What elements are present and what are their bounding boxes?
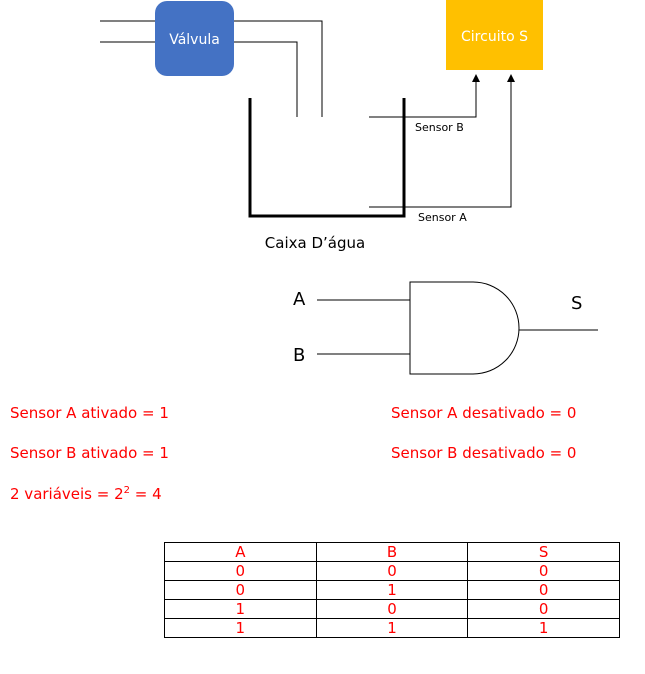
cell-b: 0 (316, 562, 468, 581)
cell-a: 0 (165, 581, 317, 600)
cell-a: 1 (165, 619, 317, 638)
header-b: B (316, 543, 468, 562)
pipe-out-outer (234, 21, 322, 117)
water-tank (250, 98, 404, 216)
sensor-b-wire (369, 78, 476, 117)
cell-a: 0 (165, 562, 317, 581)
cell-s: 0 (468, 581, 620, 600)
gate-input-b-label: B (293, 345, 305, 366)
cell-s: 0 (468, 562, 620, 581)
pipe-out-inner (234, 42, 297, 117)
header-a: A (165, 543, 317, 562)
note-sensor-a-on: Sensor A ativado = 1 (10, 404, 169, 422)
cell-a: 1 (165, 600, 317, 619)
and-gate (410, 282, 519, 374)
note-variables-prefix: 2 variáveis = 2 (10, 485, 124, 503)
sensor-a-wire (369, 78, 511, 207)
gate-input-a-label: A (293, 289, 306, 310)
note-sensor-b-on: Sensor B ativado = 1 (10, 444, 169, 462)
header-s: S (468, 543, 620, 562)
cell-b: 1 (316, 619, 468, 638)
table-row: 0 0 0 (165, 562, 620, 581)
note-sensor-a-off: Sensor A desativado = 0 (391, 404, 576, 422)
note-variables: 2 variáveis = 22 = 4 (10, 485, 162, 503)
note-sensor-b-off: Sensor B desativado = 0 (391, 444, 576, 462)
truth-table: A B S 0 0 0 0 1 0 1 0 0 1 1 1 (164, 542, 620, 638)
valve-label: Válvula (169, 32, 220, 48)
sensor-b-label: Sensor B (415, 121, 464, 134)
note-variables-suffix: = 4 (130, 485, 162, 503)
gate-output-label: S (571, 293, 582, 314)
table-row: 1 0 0 (165, 600, 620, 619)
table-header-row: A B S (165, 543, 620, 562)
sensor-a-label: Sensor A (418, 211, 467, 224)
table-row: 0 1 0 (165, 581, 620, 600)
cell-s: 0 (468, 600, 620, 619)
circuit-label: Circuito S (461, 29, 528, 45)
cell-b: 1 (316, 581, 468, 600)
tank-label: Caixa D’água (265, 234, 365, 252)
table-row: 1 1 1 (165, 619, 620, 638)
cell-b: 0 (316, 600, 468, 619)
cell-s: 1 (468, 619, 620, 638)
